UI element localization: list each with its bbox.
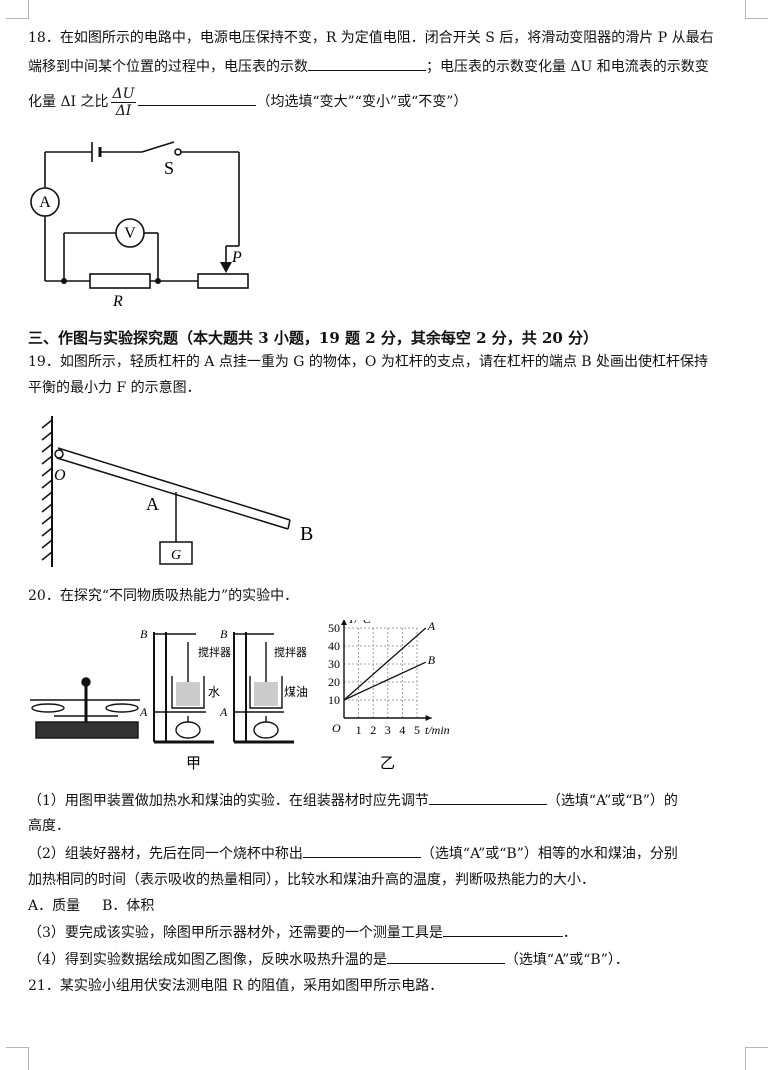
option-b: B．体积 bbox=[102, 898, 155, 914]
q20-part-3: （3）要完成该实验，除图甲所示器材外，还需要的一个测量工具是 ． bbox=[28, 922, 577, 943]
origin-label: O bbox=[332, 721, 341, 735]
corner-mark-top-right bbox=[745, 0, 768, 19]
y-tick-label-10: 10 bbox=[328, 693, 340, 707]
circuit-diagram: A V S P R bbox=[30, 141, 249, 310]
q20-intro: 20．在探究“不同物质吸热能力”的实验中． bbox=[28, 588, 299, 604]
y-axis-arrow bbox=[341, 620, 347, 625]
stand1-label-b: B bbox=[140, 627, 148, 641]
series-line-A bbox=[343, 627, 427, 701]
q20-p2-text-b: （选填“A”或“B”）相等的水和煤油，分别 bbox=[420, 846, 678, 862]
slider-label: P bbox=[231, 249, 242, 266]
q20-part-2-line-2: 加热相同的时间（表示吸收的热量相同），比较水和煤油升高的温度，判断吸热能力的大小… bbox=[28, 872, 595, 888]
corner-mark-bottom-right bbox=[745, 1047, 768, 1070]
y-tick-label-50: 50 bbox=[328, 621, 340, 635]
balance-scale-icon bbox=[30, 677, 140, 739]
y-axis-label: T/°C bbox=[348, 620, 372, 626]
stand2-label-b: B bbox=[220, 627, 228, 641]
stand-water-icon bbox=[153, 632, 214, 744]
q18-line-2: 端移到中间某个位置的过程中，电压表的示数 ；电压表的示数变化量 ΔU 和电流表的示… bbox=[28, 56, 709, 77]
q18-text-a: 端移到中间某个位置的过程中，电压表的示数 bbox=[28, 59, 308, 75]
ammeter-label: A bbox=[39, 194, 51, 211]
kerosene-label: 煤油 bbox=[284, 685, 308, 699]
q20-p1-text-a: （1）用图甲装置做加热水和煤油的实验．在组装器材时应先调节 bbox=[28, 793, 429, 809]
figure-jia-caption: 甲 bbox=[186, 756, 201, 772]
q20-options: A．质量 B．体积 bbox=[28, 896, 154, 916]
q20-part-1-line-2: 高度． bbox=[28, 818, 70, 834]
water-label: 水 bbox=[208, 685, 220, 699]
stand-kerosene-icon bbox=[233, 632, 294, 744]
frac-denominator: ΔI bbox=[115, 102, 132, 119]
x-tick-label-2: 2 bbox=[370, 723, 376, 737]
x-tick-label-3: 3 bbox=[385, 723, 391, 737]
q18-text-d: （均选填“变大”“变小”或“不变”） bbox=[256, 94, 468, 110]
point-a-label: A bbox=[146, 494, 159, 514]
stand1-label-a: A bbox=[139, 705, 148, 719]
q20-part-2-line-1: （2）组装好器材，先后在同一个烧杯中称出 （选填“A”或“B”）相等的水和煤油，分… bbox=[28, 843, 678, 864]
section-3-heading: 三、作图与实验探究题（本大题共 3 小题，19 题 2 分，其余每空 2 分，共… bbox=[28, 329, 599, 347]
series-line-B bbox=[343, 661, 427, 701]
y-tick-label-30: 30 bbox=[328, 657, 340, 671]
q20-p2-text-a: （2）组装好器材，先后在同一个烧杯中称出 bbox=[28, 846, 303, 862]
point-b-label: B bbox=[300, 523, 313, 545]
lever-diagram: O A B G bbox=[41, 416, 313, 567]
q20-p4-text-b: （选填“A”或“B”）． bbox=[504, 952, 629, 968]
q20-part-4: （4）得到实验数据绘成如图乙图像，反映水吸热升温的是 （选填“A”或“B”）． bbox=[28, 949, 629, 970]
q18-answer-blank-1[interactable] bbox=[308, 56, 426, 71]
x-axis-label: t/min bbox=[425, 723, 450, 737]
series-label-B: B bbox=[428, 653, 436, 667]
resistor-label: R bbox=[112, 293, 123, 310]
stirrer-label-2: 搅拌器 bbox=[274, 645, 307, 659]
q20-answer-blank-1[interactable] bbox=[428, 790, 547, 805]
q18-text-b: ；电压表的示数变化量 ΔU 和电流表的示数变 bbox=[426, 59, 709, 75]
switch-label: S bbox=[164, 158, 174, 178]
x-tick-label-5: 5 bbox=[414, 723, 420, 737]
q20-part-1-line-1: （1）用图甲装置做加热水和煤油的实验．在组装器材时应先调节 （选填“A”或“B”）… bbox=[28, 790, 678, 811]
figure-yi-caption: 乙 bbox=[380, 756, 395, 772]
q20-answer-blank-3[interactable] bbox=[442, 922, 563, 937]
stirrer-label-1: 搅拌器 bbox=[198, 645, 231, 659]
q20-answer-blank-4[interactable] bbox=[386, 949, 505, 964]
q18-answer-blank-2[interactable] bbox=[138, 91, 257, 106]
y-tick-label-20: 20 bbox=[328, 675, 340, 689]
corner-mark-bottom-left bbox=[6, 1047, 29, 1070]
q20-p1-text-b: （选填“A”或“B”）的 bbox=[546, 793, 678, 809]
corner-mark-top-left bbox=[6, 0, 29, 19]
q19-line-2: 平衡的最小力 F 的示意图． bbox=[28, 380, 201, 396]
weight-label: G bbox=[171, 548, 181, 563]
q18-line-1: 18．在如图所示的电路中，电源电压保持不变，R 为定值电阻．闭合开关 S 后，将… bbox=[28, 30, 714, 46]
q21-line-1: 21．某实验小组用伏安法测电阻 R 的阻值，采用如图甲所示电路． bbox=[28, 978, 444, 994]
q18-text-c: 化量 ΔI 之比 bbox=[28, 94, 109, 110]
series-label-A: A bbox=[427, 620, 436, 633]
x-tick-label-1: 1 bbox=[356, 723, 362, 737]
frac-numerator: ΔU bbox=[110, 85, 137, 103]
x-axis-arrow bbox=[425, 715, 432, 721]
voltmeter-label: V bbox=[124, 225, 136, 242]
stand2-label-a: A bbox=[219, 705, 228, 719]
q20-answer-blank-2[interactable] bbox=[302, 843, 421, 858]
q20-p3-text-b: ． bbox=[562, 925, 577, 941]
option-a: A．质量 bbox=[28, 898, 81, 914]
q19-line-1: 19．如图所示，轻质杠杆的 A 点挂一重为 G 的物体，O 为杠杆的支点，请在杠… bbox=[28, 354, 709, 370]
x-tick-label-4: 4 bbox=[399, 723, 405, 737]
y-tick-label-40: 40 bbox=[328, 639, 340, 653]
pivot-label: O bbox=[54, 467, 66, 484]
q20-p4-text-a: （4）得到实验数据绘成如图乙图像，反映水吸热升温的是 bbox=[28, 952, 387, 968]
q20-p3-text-a: （3）要完成该实验，除图甲所示器材外，还需要的一个测量工具是 bbox=[28, 925, 443, 941]
